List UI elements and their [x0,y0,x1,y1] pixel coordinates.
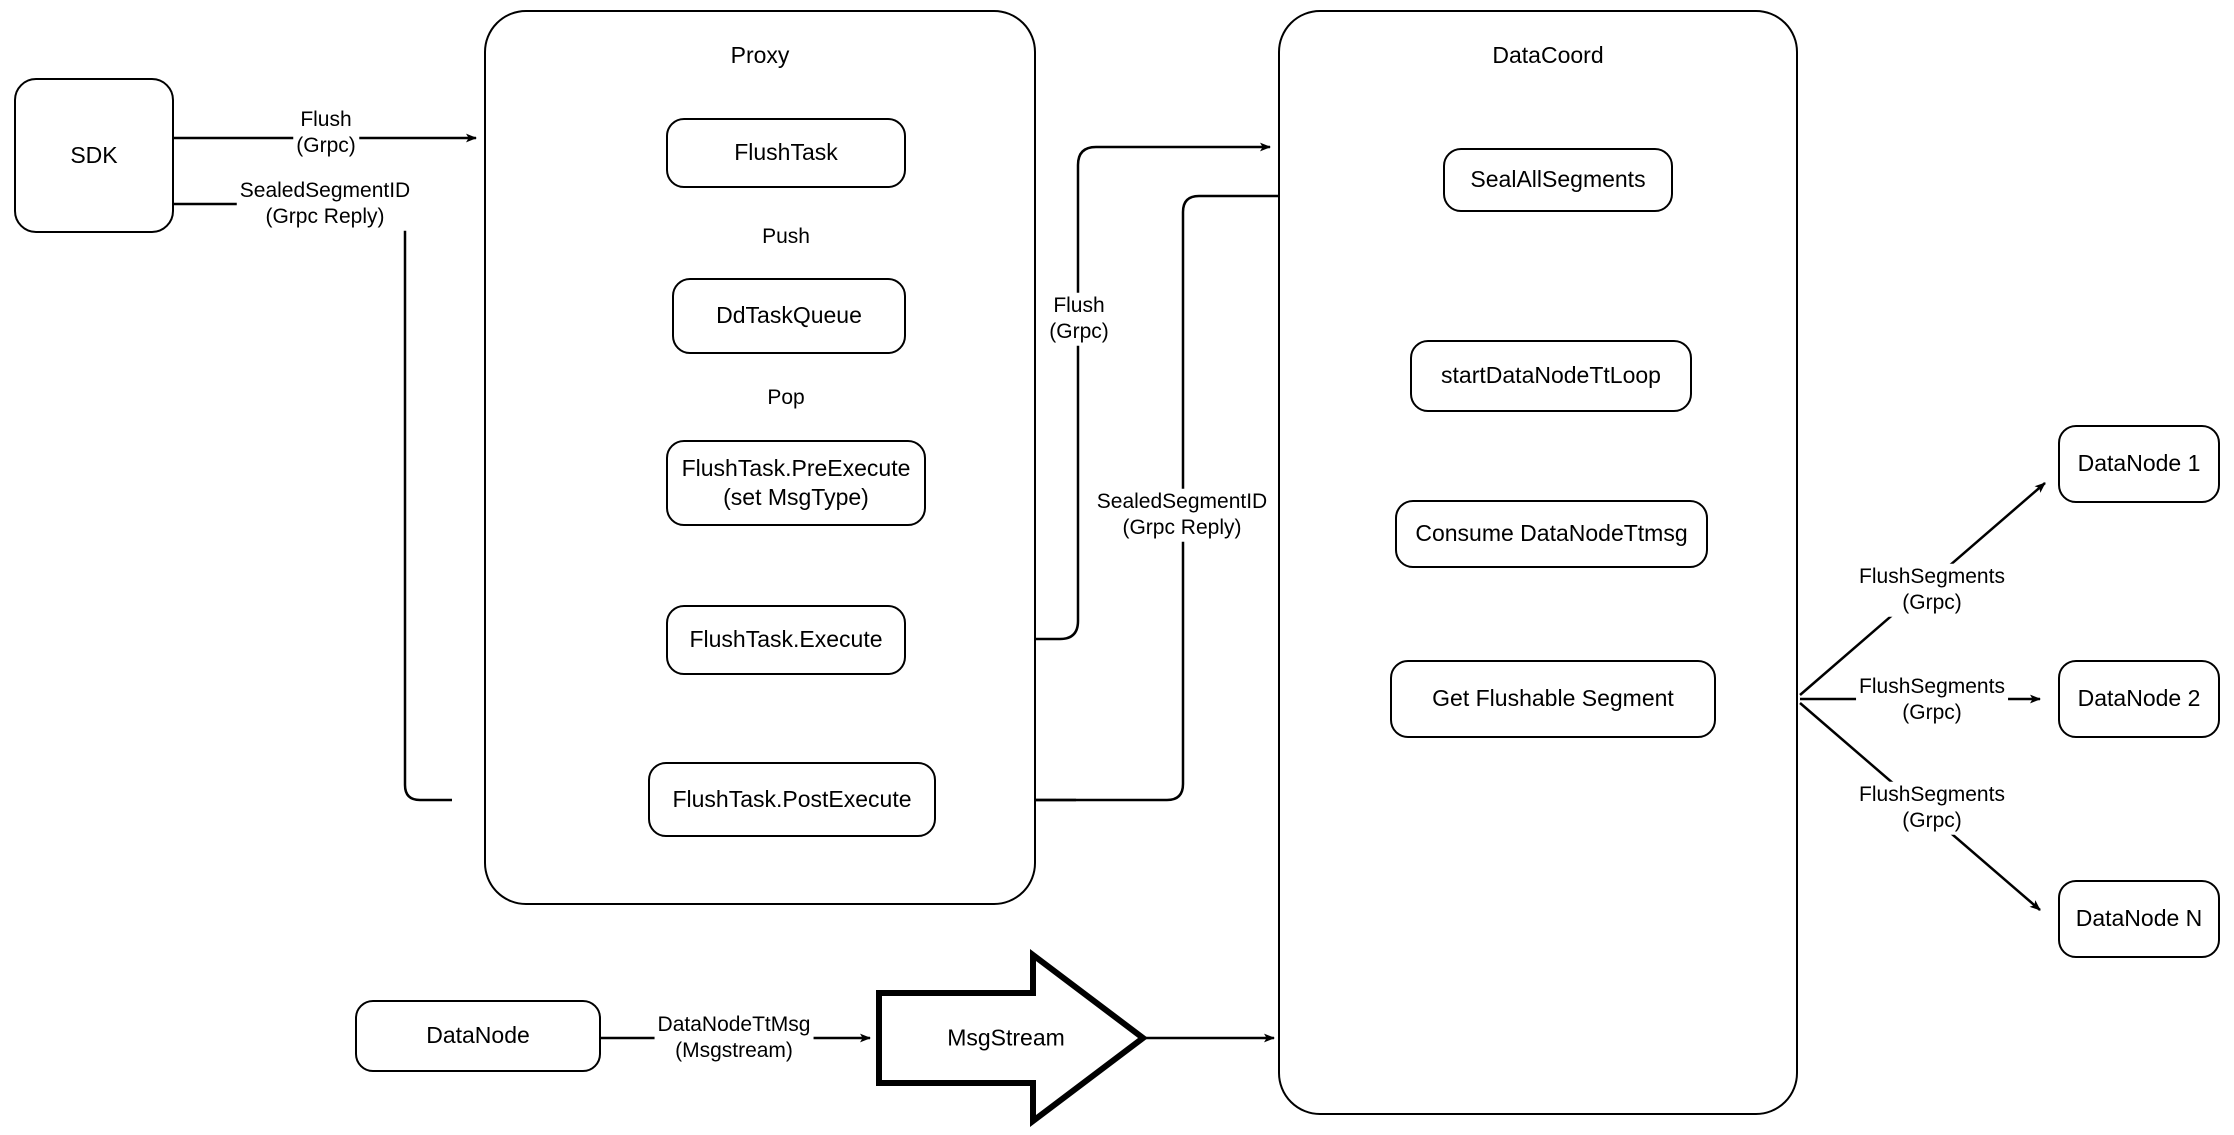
node-msgstream-label: MsgStream [947,1024,1065,1051]
edge-label-pop: Pop [764,384,808,412]
edge-label-push: Push [759,223,813,251]
container-proxy-title: Proxy [730,42,790,68]
node-datanode-2[interactable]: DataNode 2 [2058,660,2220,738]
node-datanode-1[interactable]: DataNode 1 [2058,425,2220,503]
edge-label-flush-segments-n: FlushSegments (Grpc) [1856,781,2008,835]
edge-postexecute-to-reply-riser [337,202,452,802]
edge-label-proxy-to-datacoord: Flush (Grpc) [1046,292,1112,346]
node-get-flushable-segment[interactable]: Get Flushable Segment [1390,660,1716,738]
edge-label-flush-segments-2: FlushSegments (Grpc) [1856,673,2008,727]
edge-label-proxy-to-sdk: SealedSegmentID (Grpc Reply) [236,177,414,231]
edge-label-datacoord-to-proxy: SealedSegmentID (Grpc Reply) [1093,488,1271,542]
node-seal-all-segments[interactable]: SealAllSegments [1443,148,1673,212]
edge-label-datanode-tt-msg: DataNodeTtMsg (Msgstream) [654,1011,814,1065]
node-flush-task-pre-execute[interactable]: FlushTask.PreExecute (set MsgType) [666,440,926,526]
node-datanode-n[interactable]: DataNode N [2058,880,2220,958]
edge-label-flush-segments-1: FlushSegments (Grpc) [1856,563,2008,617]
node-dd-task-queue[interactable]: DdTaskQueue [672,278,906,354]
node-datanode-source[interactable]: DataNode [355,1000,601,1072]
node-flush-task-post-execute[interactable]: FlushTask.PostExecute [648,762,936,837]
container-datacoord-title: DataCoord [1492,42,1604,68]
node-start-datanode-tt-loop[interactable]: startDataNodeTtLoop [1410,340,1692,412]
node-sdk[interactable]: SDK [14,78,174,233]
node-flush-task-execute[interactable]: FlushTask.Execute [666,605,906,675]
node-consume-datanode-ttmsg[interactable]: Consume DataNodeTtmsg [1395,500,1708,568]
node-flush-task[interactable]: FlushTask [666,118,906,188]
edge-label-sdk-to-proxy: Flush (Grpc) [293,106,359,160]
